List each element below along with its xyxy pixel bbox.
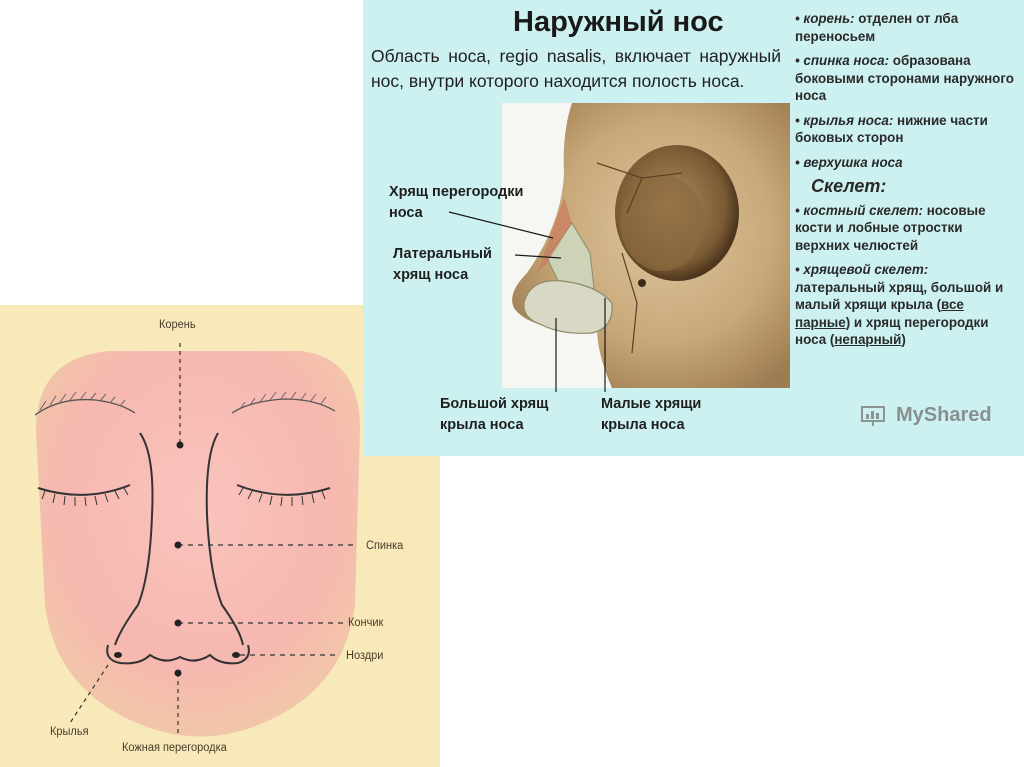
- list-item-wings: • крылья носа: нижние части боковых стор…: [795, 112, 1020, 147]
- face-outline: [36, 351, 360, 737]
- dorsum-text: образована боковыми сторонами наружного …: [795, 53, 1014, 103]
- label-minor-line2: крыла носа: [601, 417, 685, 433]
- anatomy-leaders: [448, 211, 606, 392]
- lateral-leader: [514, 254, 562, 259]
- right-eyebrow-hatch: [239, 391, 327, 410]
- label-septal-line2: носа: [389, 205, 423, 221]
- left-lashes: [41, 487, 129, 507]
- septum-dot: [174, 669, 182, 677]
- bony-text: носовые кости и лобные отростки верхних …: [795, 202, 986, 253]
- wings-leader: [69, 664, 109, 724]
- apex-head: • верхушка носа: [795, 154, 903, 170]
- face-label-wings: Крылья: [50, 725, 89, 739]
- cartilage-text1: латеральный хрящ, большой и малый хрящи …: [795, 279, 1004, 313]
- right-eye: [236, 484, 331, 496]
- label-lateral-cartilage: Латеральный хрящ носа: [393, 244, 492, 286]
- cartilage-head: • хрящевой скелет:: [795, 262, 929, 277]
- right-nostril: [232, 652, 240, 658]
- label-minor-alar: Малые хрящи крыла носа: [601, 394, 701, 436]
- skull-illustration: [502, 103, 790, 388]
- right-eyebrow: [231, 398, 336, 414]
- face-illustration: [34, 343, 360, 737]
- orbit-inner: [620, 175, 704, 271]
- face-label-dorsum: Спинка: [366, 539, 404, 553]
- slide-intro: Область носа, regio nasalis, включает на…: [371, 46, 781, 91]
- slide-title: Наружный нос: [513, 6, 724, 38]
- nose-left-line: [114, 432, 154, 646]
- left-nostril: [114, 652, 122, 658]
- septal-leader: [448, 211, 554, 239]
- wings-text: нижние части боковых сторон: [795, 112, 988, 146]
- foramen: [638, 279, 646, 287]
- skeleton-title: Скелет:: [811, 176, 887, 196]
- face-label-septum: Кожная перегородка: [122, 741, 227, 755]
- nose-right-line: [205, 432, 244, 646]
- septal-cartilage: [537, 198, 572, 273]
- list-item-root: • корень: отделен от лба переносьем: [795, 10, 1020, 45]
- myshared-watermark: MyShared: [896, 404, 992, 426]
- left-eyebrow: [34, 398, 136, 416]
- bony-head: • костный скелет:: [795, 202, 923, 218]
- info-slide: Наружный нос Область носа, regio nasalis…: [363, 0, 1024, 456]
- cartilage-text2: ) и хрящ перегородки носа (: [795, 314, 989, 348]
- cartilage-text3: ): [901, 332, 906, 347]
- wings-head: • крылья носа:: [795, 112, 894, 128]
- label-septal-cartilage: Хрящ перегородки носа: [389, 182, 523, 224]
- root-text: отделен от лба переносьем: [795, 11, 959, 44]
- list-item-bony: • костный скелет: носовые кости и лобные…: [795, 202, 1020, 255]
- label-major-line2: крыла носа: [440, 417, 524, 433]
- nose-bottom: [106, 644, 250, 665]
- label-lateral-line2: хрящ носа: [393, 267, 469, 283]
- dorsum-dot: [174, 541, 182, 549]
- label-lateral-line1: Латеральный: [393, 246, 492, 262]
- unpaired-note: непарный: [834, 332, 902, 347]
- definition-list: • корень: отделен от лба переносьем • сп…: [795, 10, 1020, 356]
- face-label-nostrils: Ноздри: [346, 649, 384, 663]
- list-item-apex: • верхушка носа: [795, 154, 1020, 172]
- left-eyebrow-hatch: [39, 391, 126, 411]
- dorsum-head: • спинка носа:: [795, 53, 890, 68]
- alar-cartilage: [523, 280, 613, 334]
- skull-drawing: [512, 103, 790, 388]
- label-major-line1: Большой хрящ: [440, 396, 549, 412]
- myshared-logo-icon: [861, 406, 885, 426]
- tip-dot: [174, 619, 182, 627]
- list-item-dorsum: • спинка носа: образована боковыми сторо…: [795, 52, 1020, 105]
- face-label-tip: Кончик: [348, 616, 384, 630]
- root-head: • корень:: [795, 11, 855, 26]
- list-item-cartilage: • хрящевой скелет: латеральный хрящ, бол…: [795, 261, 1020, 349]
- suture-lines: [596, 162, 683, 354]
- label-minor-line1: Малые хрящи: [601, 396, 702, 412]
- face-label-root: Корень: [159, 318, 196, 332]
- root-dot: [176, 441, 184, 449]
- left-eye: [37, 484, 131, 496]
- paired-note: все парные: [795, 297, 964, 330]
- right-lashes: [238, 487, 326, 507]
- label-septal-line1: Хрящ перегородки: [389, 184, 524, 200]
- label-major-alar: Большой хрящ крыла носа: [440, 394, 548, 436]
